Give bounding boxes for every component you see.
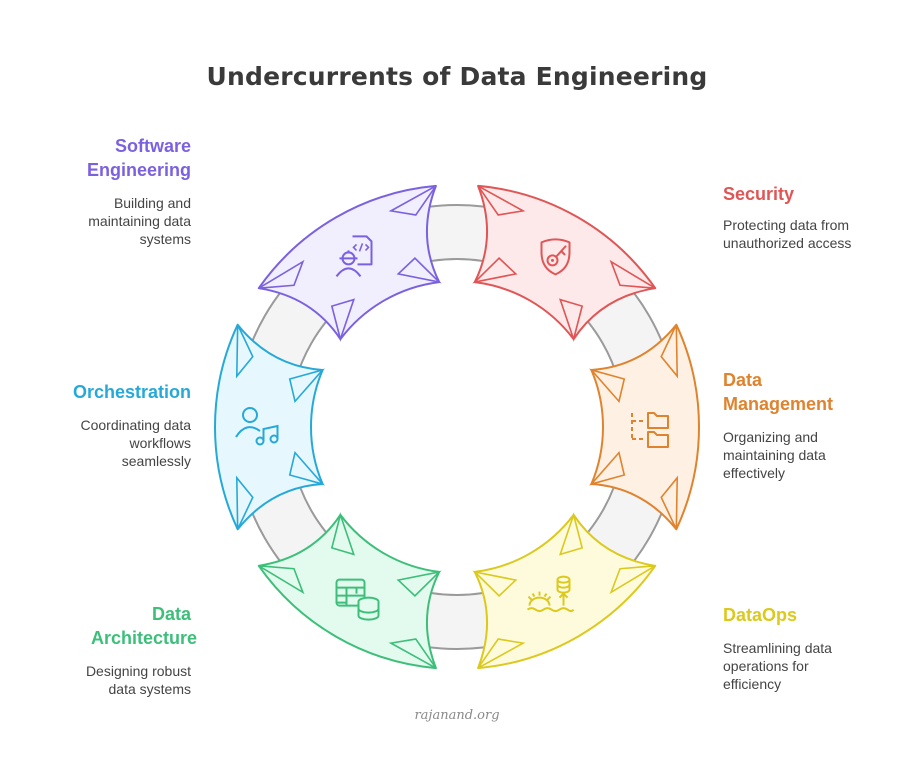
label-title: Security xyxy=(723,184,795,204)
segment-fold xyxy=(558,298,584,342)
segment-security[interactable] xyxy=(472,184,657,342)
person-music-icon xyxy=(235,407,279,446)
gear-database-flow-icon xyxy=(526,575,575,613)
segment-fold xyxy=(235,324,254,379)
label-data-architecture: Data Architecture Designing robust data … xyxy=(16,602,198,698)
segment-fold xyxy=(235,475,254,530)
segment-fold xyxy=(477,185,526,216)
label-description: Designing robust data systems xyxy=(85,663,191,697)
label-title: Data Architecture xyxy=(91,604,198,648)
shield-key-icon xyxy=(540,238,571,276)
segment-fold xyxy=(609,259,656,289)
segment-fold xyxy=(396,257,442,284)
segment-fold xyxy=(388,638,437,669)
segment-fold xyxy=(660,475,679,530)
segment-fold xyxy=(660,324,679,379)
segment-data-architecture[interactable] xyxy=(257,512,442,670)
label-description: Coordinating data workflows seamlessly xyxy=(80,417,191,469)
segment-fold xyxy=(609,565,656,595)
segment-fold xyxy=(589,368,626,404)
segment-fold xyxy=(288,368,325,404)
label-dataops: DataOps Streamlining data operations for… xyxy=(723,603,898,693)
segment-dataops[interactable] xyxy=(472,512,657,670)
segment-shape xyxy=(473,184,657,341)
folder-tree-icon xyxy=(631,412,669,448)
segment-fold xyxy=(388,185,437,216)
segment-fold xyxy=(396,570,442,597)
diagram-title: Undercurrents of Data Engineering xyxy=(206,62,708,91)
table-database-icon xyxy=(335,578,380,621)
segment-shape xyxy=(473,513,657,670)
label-title: Data Management xyxy=(723,370,834,414)
label-description: Organizing and maintaining data effectiv… xyxy=(723,429,826,481)
segment-fold xyxy=(589,450,626,486)
footer-attribution: rajanand.org xyxy=(414,708,500,723)
segment-fold xyxy=(330,512,356,556)
segment-fold xyxy=(258,565,305,595)
label-security: Security Protecting data from unauthoriz… xyxy=(723,182,898,252)
label-data-management: Data Management Organizing and maintaini… xyxy=(723,368,898,482)
segment-fold xyxy=(288,450,325,486)
engineer-code-icon xyxy=(335,235,373,278)
segment-shape xyxy=(590,323,700,531)
segment-fold xyxy=(558,512,584,556)
label-title: DataOps xyxy=(723,605,798,625)
label-description: Protecting data from unauthorized access xyxy=(723,217,852,251)
label-orchestration: Orchestration Coordinating data workflow… xyxy=(16,380,191,470)
segment-data-management[interactable] xyxy=(589,323,700,531)
label-title: Orchestration xyxy=(72,382,191,402)
segment-fold xyxy=(477,638,526,669)
segment-shape xyxy=(257,184,441,341)
label-description: Building and maintaining data systems xyxy=(88,195,191,247)
segment-fold xyxy=(258,259,305,289)
segment-fold xyxy=(330,298,356,342)
label-title: Software Engineering xyxy=(86,136,191,180)
label-description: Streamlining data operations for efficie… xyxy=(723,640,832,692)
segment-fold xyxy=(472,257,518,284)
label-software-engineering: Software Engineering Building and mainta… xyxy=(16,134,191,248)
segment-fold xyxy=(472,570,518,597)
segment-software-engineering[interactable] xyxy=(257,184,442,342)
segment-shape xyxy=(257,513,441,670)
